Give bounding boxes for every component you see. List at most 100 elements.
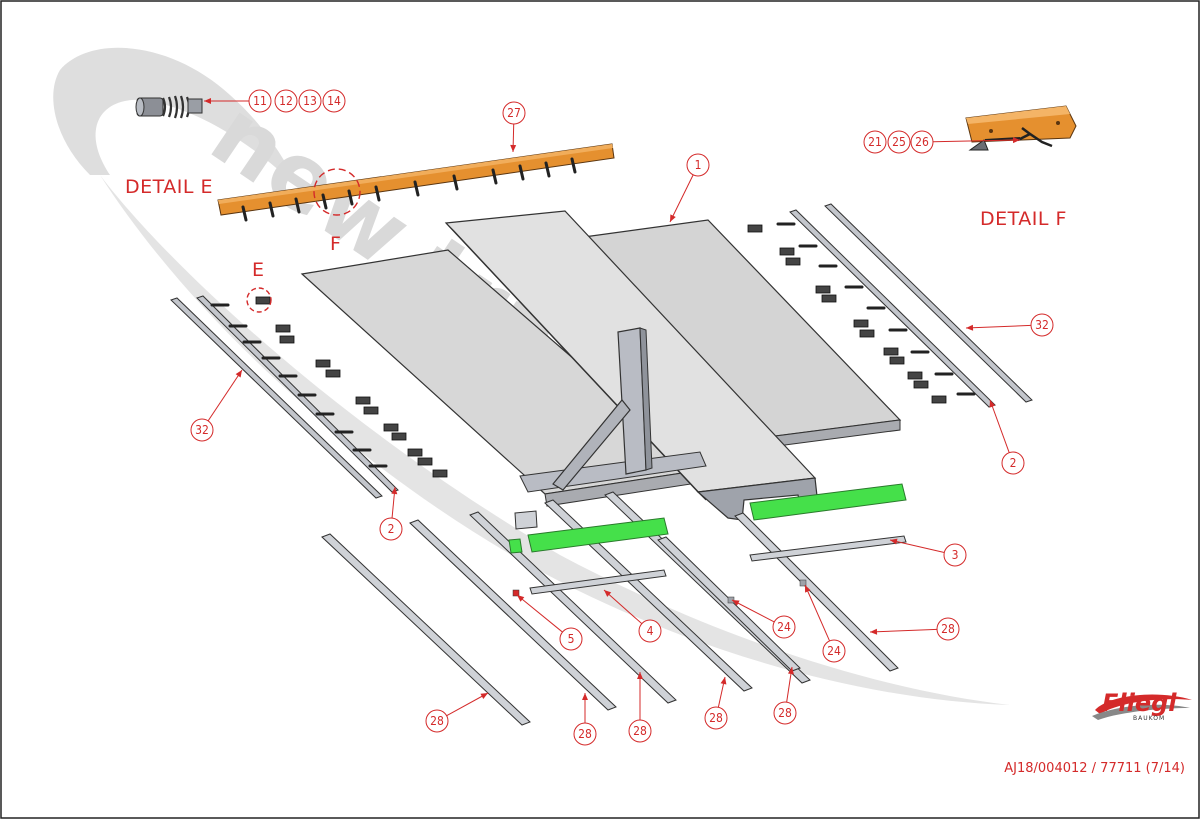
right-side-rail-32: [789, 203, 1033, 408]
callout-c12: 12: [274, 89, 298, 113]
callout-leader: [446, 692, 489, 717]
callout-balloon: [298, 89, 322, 113]
callout-balloon: [772, 615, 796, 639]
callout-c28d: 28: [704, 676, 728, 730]
right-bolt-set: [776, 222, 976, 396]
callout-number: 28: [430, 714, 444, 728]
callout-balloon: [863, 130, 887, 154]
callout-number: 32: [1035, 318, 1049, 332]
callout-balloon: [773, 701, 797, 725]
left-bolt-set: [210, 303, 388, 468]
callout-c26: 26: [910, 130, 1021, 154]
callout-arrowhead: [235, 370, 242, 378]
callout-balloon: [379, 517, 403, 541]
callout-number: 4: [647, 624, 654, 638]
callout-number: 2: [1010, 456, 1017, 470]
callout-number: 5: [568, 632, 575, 646]
callout-number: 32: [195, 423, 209, 437]
logo-swoosh: [1095, 694, 1192, 714]
callout-balloon: [686, 153, 710, 177]
callout-arrowhead: [890, 538, 898, 545]
callout-arrowhead: [787, 667, 794, 675]
callout-number: 1: [695, 158, 702, 172]
callout-balloon: [190, 418, 214, 442]
callout-c27: 27: [502, 101, 526, 153]
callout-leader: [932, 139, 1021, 143]
callout-number: 24: [777, 620, 791, 634]
callout-number: 11: [253, 94, 267, 108]
callout-balloon: [943, 543, 967, 567]
detail-f-marker-circle: [313, 168, 361, 216]
floor-assembly-1: [300, 210, 902, 521]
detail-markers: DETAIL E DETAIL F F E: [125, 168, 1067, 313]
callout-balloon: [248, 89, 272, 113]
callout-arrowhead: [966, 324, 974, 331]
callout-leader: [989, 399, 1010, 453]
callout-leader: [889, 539, 945, 554]
callout-balloon: [274, 89, 298, 113]
callout-leader: [804, 584, 831, 642]
callout-leader: [516, 594, 563, 633]
callout-c3: 3: [889, 538, 967, 567]
callout-c28b: 28: [573, 693, 597, 746]
callout-number: 13: [303, 94, 317, 108]
callout-balloon: [1030, 313, 1054, 337]
callout-c28a: 28: [425, 692, 489, 733]
callout-c32r: 32: [965, 313, 1054, 337]
callout-balloon: [910, 130, 934, 154]
callout-number: 28: [778, 706, 792, 720]
callout-balloon: [502, 101, 526, 125]
callout-balloon: [425, 709, 449, 733]
callout-arrowhead: [805, 585, 811, 593]
callout-arrowhead: [510, 144, 517, 152]
callout-number: 12: [279, 94, 293, 108]
callout-leader: [731, 599, 775, 623]
callout-arrowhead: [582, 693, 588, 700]
callout-number: 28: [709, 711, 723, 725]
detail-f-component: [965, 105, 1077, 151]
callout-leader: [669, 174, 694, 223]
callout-arrowhead: [670, 214, 676, 222]
callout-c24a: 24: [731, 599, 796, 639]
callout-number: 14: [327, 94, 341, 108]
callout-arrowhead: [204, 98, 211, 104]
callout-balloon: [573, 722, 597, 746]
callout-c13: 13: [298, 89, 322, 113]
logo-sub: BAUKOM: [1133, 715, 1165, 722]
callout-c2r: 2: [989, 399, 1025, 475]
callout-c2l: 2: [379, 486, 403, 541]
callout-leader: [965, 324, 1032, 329]
callout-leader: [603, 589, 643, 625]
callout-c25: 25: [887, 130, 911, 154]
detail-f-marker: F: [330, 233, 341, 255]
callout-c28f: 28: [869, 617, 960, 641]
callout-number: 3: [952, 548, 959, 562]
callout-leader: [869, 628, 938, 633]
callout-number: 27: [507, 106, 521, 120]
callout-number: 28: [633, 724, 647, 738]
cross-bars: [529, 535, 907, 595]
callout-arrowhead: [720, 677, 727, 685]
callout-number: 26: [915, 135, 929, 149]
document-number: AJ18/004012 / 77711 (7/14): [1004, 761, 1185, 776]
callout-c5: 5: [516, 594, 583, 651]
left-side-rail-32: [170, 295, 399, 499]
callout-arrowhead: [732, 600, 740, 606]
small-parts: [512, 510, 807, 604]
callout-c14: 14: [322, 89, 346, 113]
detail-e-component: [135, 95, 203, 119]
callout-number: 2: [388, 522, 395, 536]
callout-balloon: [822, 639, 846, 663]
callout-balloon: [638, 619, 662, 643]
callout-balloon: [936, 617, 960, 641]
left-nut-set: [255, 296, 448, 478]
callout-c1: 1: [669, 153, 710, 223]
detail-e-marker: E: [252, 259, 265, 281]
detail-f-title: DETAIL F: [980, 208, 1067, 230]
callout-leader: [207, 369, 243, 422]
callout-arrowhead: [870, 628, 878, 635]
right-nut-set: [747, 224, 947, 404]
callout-balloon: [1001, 451, 1025, 475]
